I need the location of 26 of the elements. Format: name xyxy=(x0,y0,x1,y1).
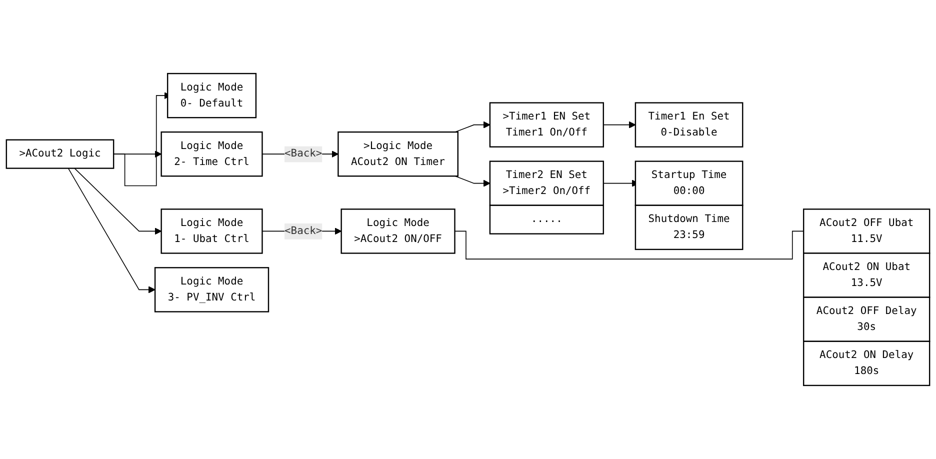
connector xyxy=(454,230,804,260)
node-box: >ACout2 Logic xyxy=(6,139,114,169)
node-box: ACout2 OFF Delay 30s xyxy=(803,296,930,342)
arrow xyxy=(68,168,156,294)
arrow xyxy=(74,168,162,235)
node-box: ACout2 ON Delay 180s xyxy=(803,340,930,386)
arrow xyxy=(113,150,162,158)
node-box: >Timer1 EN Set Timer1 On/Off xyxy=(489,102,604,148)
node-box: Timer2 EN Set >Timer2 On/Off xyxy=(489,160,604,206)
node-box: Logic Mode >ACout2 ON/OFF xyxy=(340,208,456,254)
node-box: Logic Mode 0- Default xyxy=(166,72,257,118)
node-box: Logic Mode 1- Ubat Ctrl xyxy=(160,208,263,254)
arrow xyxy=(454,121,490,132)
node-box: Logic Mode 3- PV_INV Ctrl xyxy=(154,267,270,312)
node-box: >Logic Mode ACout2 ON Timer xyxy=(338,131,458,177)
edge-label: <Back> xyxy=(284,224,322,238)
node-box: Timer1 En Set 0-Disable xyxy=(634,102,744,148)
node-box: ..... xyxy=(489,204,604,234)
arrow xyxy=(603,121,636,128)
arrow xyxy=(454,176,490,187)
node-box: Startup Time 00:00 xyxy=(634,160,744,206)
node-box: Logic Mode 2- Time Ctrl xyxy=(160,131,263,177)
node-box: ACout2 OFF Ubat 11.5V xyxy=(803,208,930,254)
edge-label: <Back> xyxy=(284,148,322,160)
node-box: Shutdown Time 23:59 xyxy=(634,204,744,250)
node-box: ACout2 ON Ubat 13.5V xyxy=(803,252,930,298)
